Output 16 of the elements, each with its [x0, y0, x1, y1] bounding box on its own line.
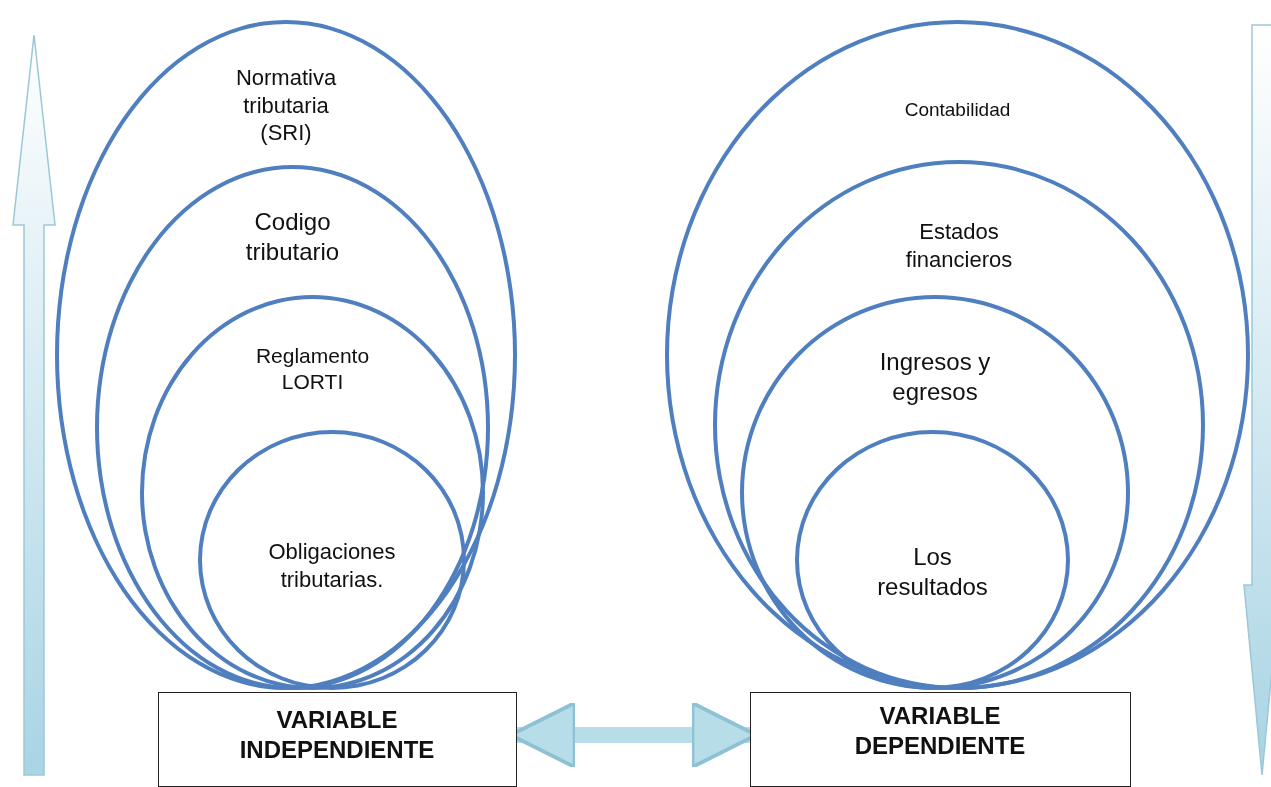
ellipse — [713, 160, 1205, 690]
ellipse-label: Contabilidad — [903, 98, 1012, 122]
label-box — [158, 692, 517, 787]
ellipse-label: Codigo tributario — [244, 207, 341, 267]
ellipse — [95, 165, 490, 690]
ellipse-label: Normativa tributaria (SRI) — [234, 64, 338, 147]
ellipse-label: Estados financieros — [904, 218, 1014, 273]
ellipse-label: Los resultados — [876, 542, 989, 602]
ellipse-label: Reglamento LORTI — [254, 343, 371, 396]
box-title: VARIABLE INDEPENDIENTE — [238, 705, 436, 765]
ellipse-label: Ingresos y egresos — [878, 347, 992, 407]
box-title: VARIABLE DEPENDIENTE — [853, 701, 1027, 761]
ellipse — [55, 20, 517, 690]
label-box — [750, 692, 1131, 787]
ellipse-label: Obligaciones tributarias. — [267, 538, 397, 593]
ellipse — [665, 20, 1250, 690]
